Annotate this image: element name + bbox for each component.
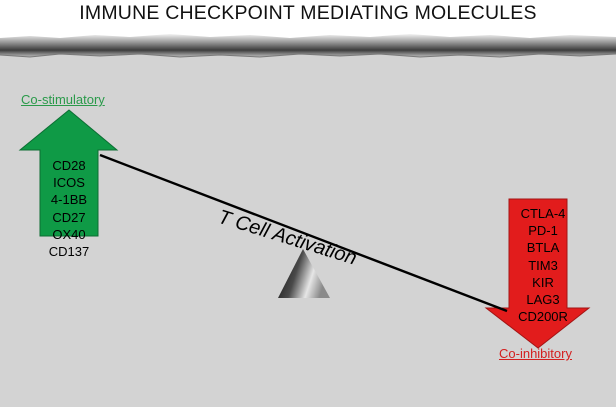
co-inhibitory-arrow — [484, 198, 591, 349]
co-inhibitory-label: Co-inhibitory — [499, 346, 572, 361]
seesaw-beam — [99, 153, 508, 313]
molecule-item: CD28 — [52, 158, 86, 173]
molecule-item: TIM3 — [528, 257, 558, 273]
molecule-item: PD-1 — [528, 223, 558, 239]
molecule-item: LAG3 — [526, 292, 560, 308]
molecule-item: 4-1BB — [50, 192, 88, 208]
molecule-item: CD200R — [518, 309, 568, 325]
co-stimulatory-arrow — [18, 109, 119, 237]
molecule-item: CTLA-4 — [520, 206, 566, 221]
molecule-item: OX40 — [52, 226, 86, 242]
molecule-item: CD27 — [52, 209, 86, 225]
molecule-item: CD137 — [48, 244, 90, 260]
seesaw-pivot — [278, 249, 330, 298]
molecule-item: KIR — [532, 274, 554, 290]
diagram-title: IMMUNE CHECKPOINT MEDIATING MOLECULES — [79, 2, 537, 24]
co-stimulatory-molecule-list: CD28 ICOS 4-1BB CD27 OX40 CD137 — [34, 157, 104, 260]
wall-shadow-line — [0, 53, 616, 58]
co-stimulatory-label: Co-stimulatory — [21, 92, 105, 107]
rough-top-edge — [0, 34, 616, 57]
molecule-item: BTLA — [526, 240, 560, 256]
co-inhibitory-molecule-list: CTLA-4 PD-1 BTLA TIM3 KIR LAG3 CD200R — [508, 205, 578, 325]
molecule-item: ICOS — [53, 175, 85, 191]
